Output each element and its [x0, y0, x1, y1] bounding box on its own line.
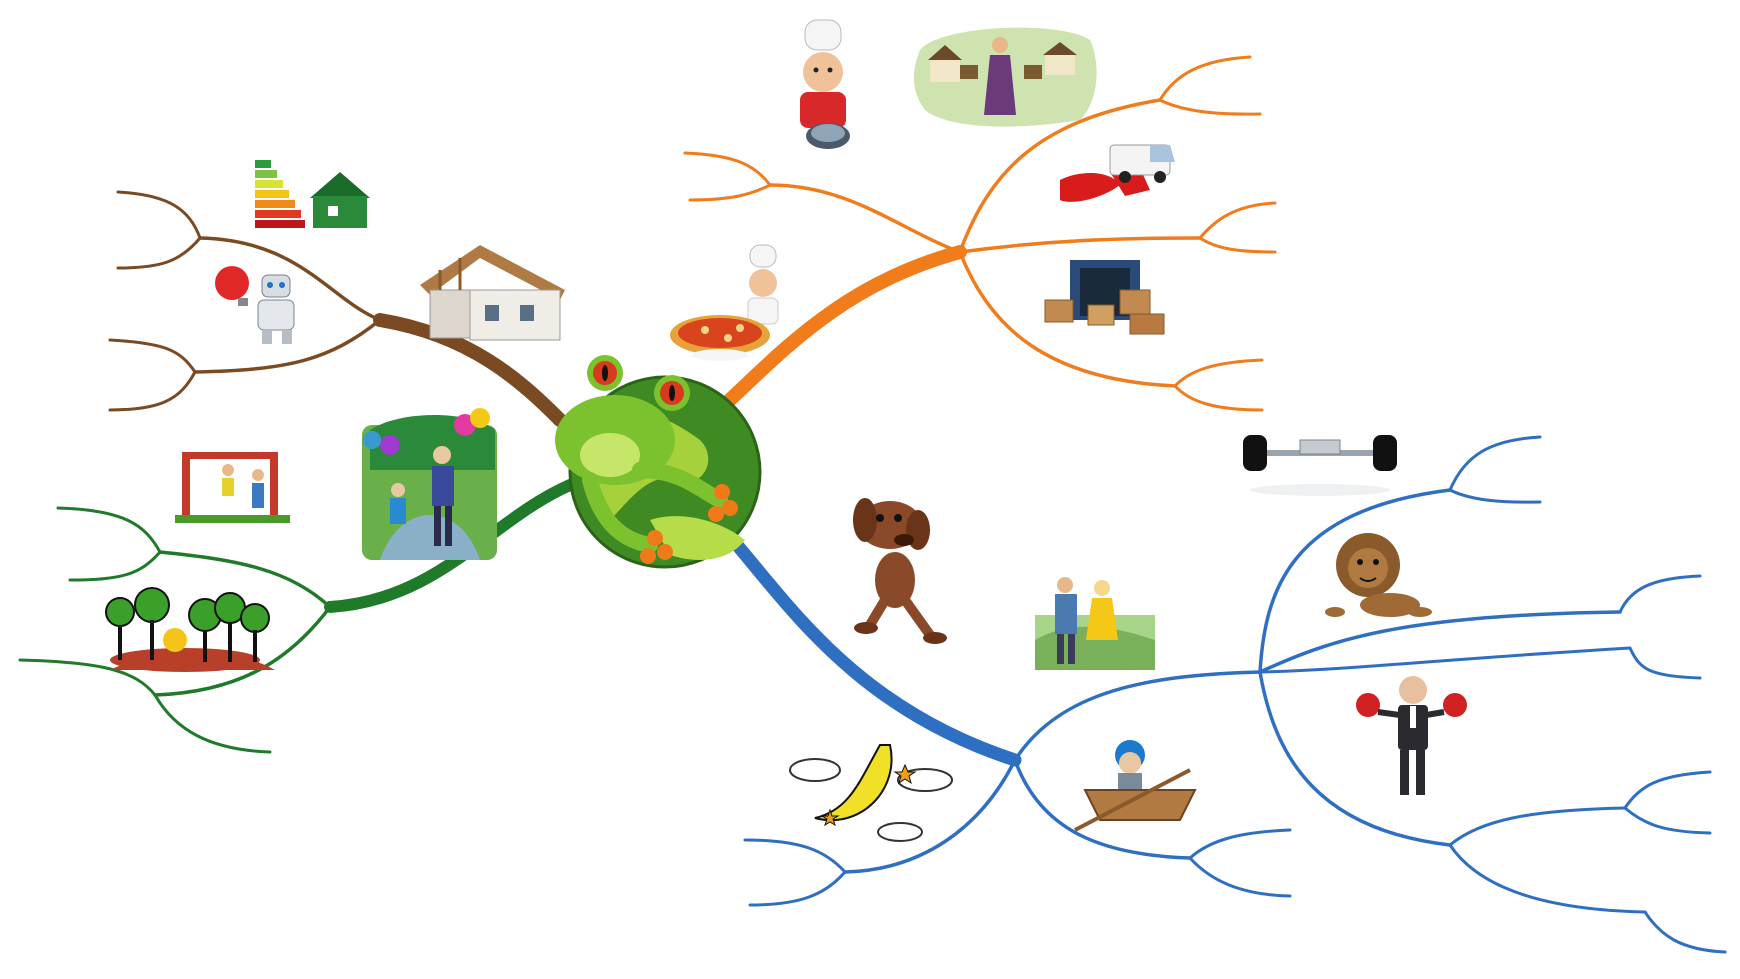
- chef-pan-icon[interactable]: [800, 19, 850, 149]
- delivery-van-icon[interactable]: [1060, 144, 1175, 202]
- frog-on-globe-icon[interactable]: [555, 355, 762, 569]
- energy-rating-house-icon[interactable]: [255, 160, 370, 228]
- lion-icon[interactable]: [1325, 533, 1432, 617]
- trunk-brown: [373, 313, 567, 427]
- playground-icon[interactable]: [175, 448, 290, 523]
- chef-pizza-icon[interactable]: [670, 244, 779, 361]
- forest-trees-icon[interactable]: [105, 587, 275, 672]
- family-balloons-icon[interactable]: [362, 408, 497, 560]
- house-construction-icon[interactable]: [420, 245, 565, 341]
- couple-view-icon[interactable]: [1035, 575, 1155, 670]
- car-chassis-icon[interactable]: [1243, 435, 1397, 496]
- walking-dog-icon[interactable]: [853, 498, 947, 644]
- rowboat-icon[interactable]: [1074, 740, 1197, 832]
- village-woman-icon[interactable]: [913, 27, 1097, 127]
- moon-clouds-icon[interactable]: [789, 744, 953, 842]
- branch-brown: [108, 190, 567, 427]
- trunk-blue: [693, 498, 1022, 767]
- storage-container-icon[interactable]: [1044, 260, 1165, 335]
- robot-lightbulb-icon[interactable]: [215, 266, 295, 344]
- boxer-man-icon[interactable]: [1356, 676, 1467, 795]
